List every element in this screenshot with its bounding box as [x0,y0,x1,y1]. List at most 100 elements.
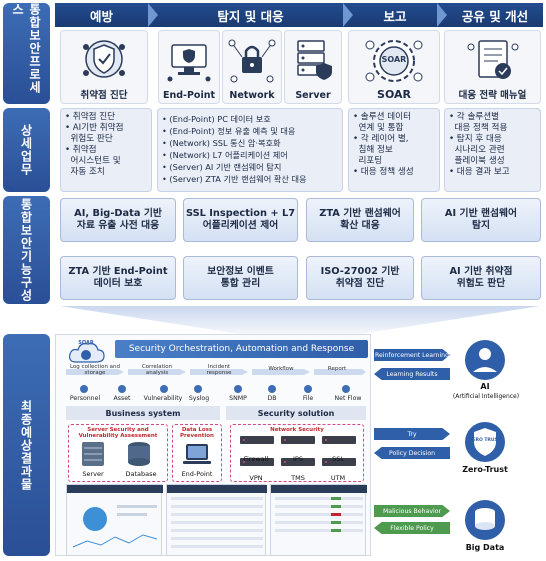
database-label: Database [125,470,157,478]
soar-gear-icon [365,40,423,82]
endpoint-label: End-Point [181,470,213,478]
detail-item: • 취약점 진단 [65,112,116,122]
source-chip: File [302,395,314,402]
card-endpoint: End-Point [158,30,220,104]
detail-item: • (Network) SSL 통신 암·복호화 [162,138,281,148]
data-source-icons [80,385,350,393]
card-server: Server [284,30,342,104]
feature-box: AI, Big-Data 기반 자료 유출 사전 대응 [60,198,176,242]
network-device-icons [240,436,356,466]
detail-item: 대응 정책 적용 [449,123,508,133]
sidebar-result-label: 최종예상결과물 [19,399,33,491]
card-manual-label: 대응 전략 매뉴얼 [458,90,527,101]
detail-item: • (Server) ZTA 기반 랜섬웨어 확산 대응 [162,174,307,184]
phase-divider [437,3,447,27]
sidebar-detail-label: 상세업무 [19,124,33,176]
net-item: SSL [332,455,344,463]
card-server-label: Server [295,90,331,101]
detail-item: • (End-Point) PC 데이터 보호 [162,114,271,124]
svva-label: Server Security and Vulnerability Assess… [78,427,158,439]
detail-item: 침해 정보 [353,145,393,155]
card-manual: 대응 전략 매뉴얼 [444,30,541,104]
source-chip: Syslog [188,395,210,402]
feature-box: 보안정보 이벤트 통합 관리 [183,256,298,300]
manual-doc-icon [467,40,518,79]
source-chip: DB [267,395,277,402]
detail-item: 연계 및 통합 [353,123,404,133]
flow-arrows [66,369,366,375]
detail-item: 자동 조치 [65,167,105,177]
flow-step: Incident response [206,364,232,376]
phase-bar [55,3,543,27]
phase-divider [148,3,158,27]
detail-item: 시나리오 관련 [449,145,505,155]
ai-sublabel: (Artificial Intelligence) [452,393,520,400]
feature-box: AI 기반 랜섬웨어 탐지 [421,198,541,242]
detail-item: • 탐지 후 대응 [449,134,502,144]
net-item: VPN [249,474,263,482]
endpoint-icon [167,44,211,82]
network-lock-icon [228,39,276,83]
card-vuln-label: 취약점 진단 [80,90,128,101]
detail-item: 리포팅 [353,156,383,166]
big-data-icon [465,500,505,540]
soar-cloud-icon [69,343,105,363]
endpoint-laptop-icon [183,444,211,464]
sidebar-feature: 통합보안기능구성 [3,196,50,304]
zero-trust-icon [465,422,505,462]
database-icon [128,442,150,466]
sidebar-process-label: 통합보안프로세스 [10,3,42,94]
card-network: Network [222,30,282,104]
source-chip: SNMP [229,395,247,402]
card-vuln: 취약점 진단 [60,30,148,104]
soar-banner: Security Orchestration, Automation and R… [115,340,368,358]
detail-col1: • 취약점 진단 • AI기반 취약점 위험도 판단 • 취약점 어시스턴트 및… [60,108,152,192]
flow-step: Correlation analysis [141,364,173,376]
feature-box: SSL Inspection + L7 어플리케이션 제어 [183,198,298,242]
zero-trust-label: Zero-Trust [462,465,508,474]
net-item: Firewall [243,455,269,463]
soar-icon-text: SOAR [381,55,407,64]
flexible-policy-arrow: Flexible Policy [374,522,450,534]
dashboard-screenshot-1 [66,484,163,556]
detail-item: 위험도 판단 [65,134,113,144]
flow-step: Report [327,366,347,372]
sidebar-feature-label: 통합보안기능구성 [19,198,33,302]
zero-trust-icon-text: ZERO TRUST [469,438,501,443]
detail-item: • 대응 결과 보고 [449,167,510,177]
source-chip: Vulnerability [143,395,183,402]
detail-item: • 각 레이어 별, [353,134,409,144]
phase-report: 보고 [383,8,407,24]
feature-box: ISO-27002 기반 취약점 진단 [306,256,414,300]
detail-col2: • (End-Point) PC 데이터 보호 • (End-Point) 정보… [157,108,343,192]
reinforcement-arrow: Reinforcement Learning [374,349,450,361]
detail-item: 어시스턴트 및 [65,156,121,166]
phase-divider [343,3,353,27]
learning-results-arrow: Learning Results [374,368,450,380]
detail-item: • 취약점 [65,145,97,155]
dashboard-status [271,485,367,532]
flow-step: Workflow [268,366,294,372]
feature-box: ZTA 기반 End-Point 데이터 보호 [60,256,176,300]
feature-box: ZTA 기반 랜섬웨어 확산 대응 [306,198,414,242]
card-endpoint-label: End-Point [162,90,216,101]
net-item: UTM [330,474,346,482]
security-solution-bar: Security solution [226,406,366,420]
detail-col4: • 각 솔루션별 대응 정책 적용 • 탐지 후 대응 시나리오 관련 플레이북… [444,108,541,192]
source-chip: Asset [113,395,131,402]
server-icon [297,40,332,80]
business-system-bar: Business system [66,406,220,420]
phase-detection: 탐지 및 대응 [217,8,284,24]
phase-share: 공유 및 개선 [461,8,529,24]
ai-brain-icon [465,340,505,380]
feature-box: AI 기반 취약점 위험도 판단 [421,256,541,300]
dashboard-screenshot-2 [166,484,267,556]
detail-item: • 각 솔루션별 [449,112,500,122]
flow-step: Log collection and storage [69,364,121,376]
server-label: Server [82,470,104,478]
detail-item: • (End-Point) 정보 유출 예측 및 대응 [162,126,296,136]
dashboard-table [167,485,267,548]
net-item: IPS [293,455,303,463]
detail-item: • (Server) AI 기반 랜섬웨어 탐지 [162,162,282,172]
policy-decision-arrow: Policy Decision [374,447,450,459]
